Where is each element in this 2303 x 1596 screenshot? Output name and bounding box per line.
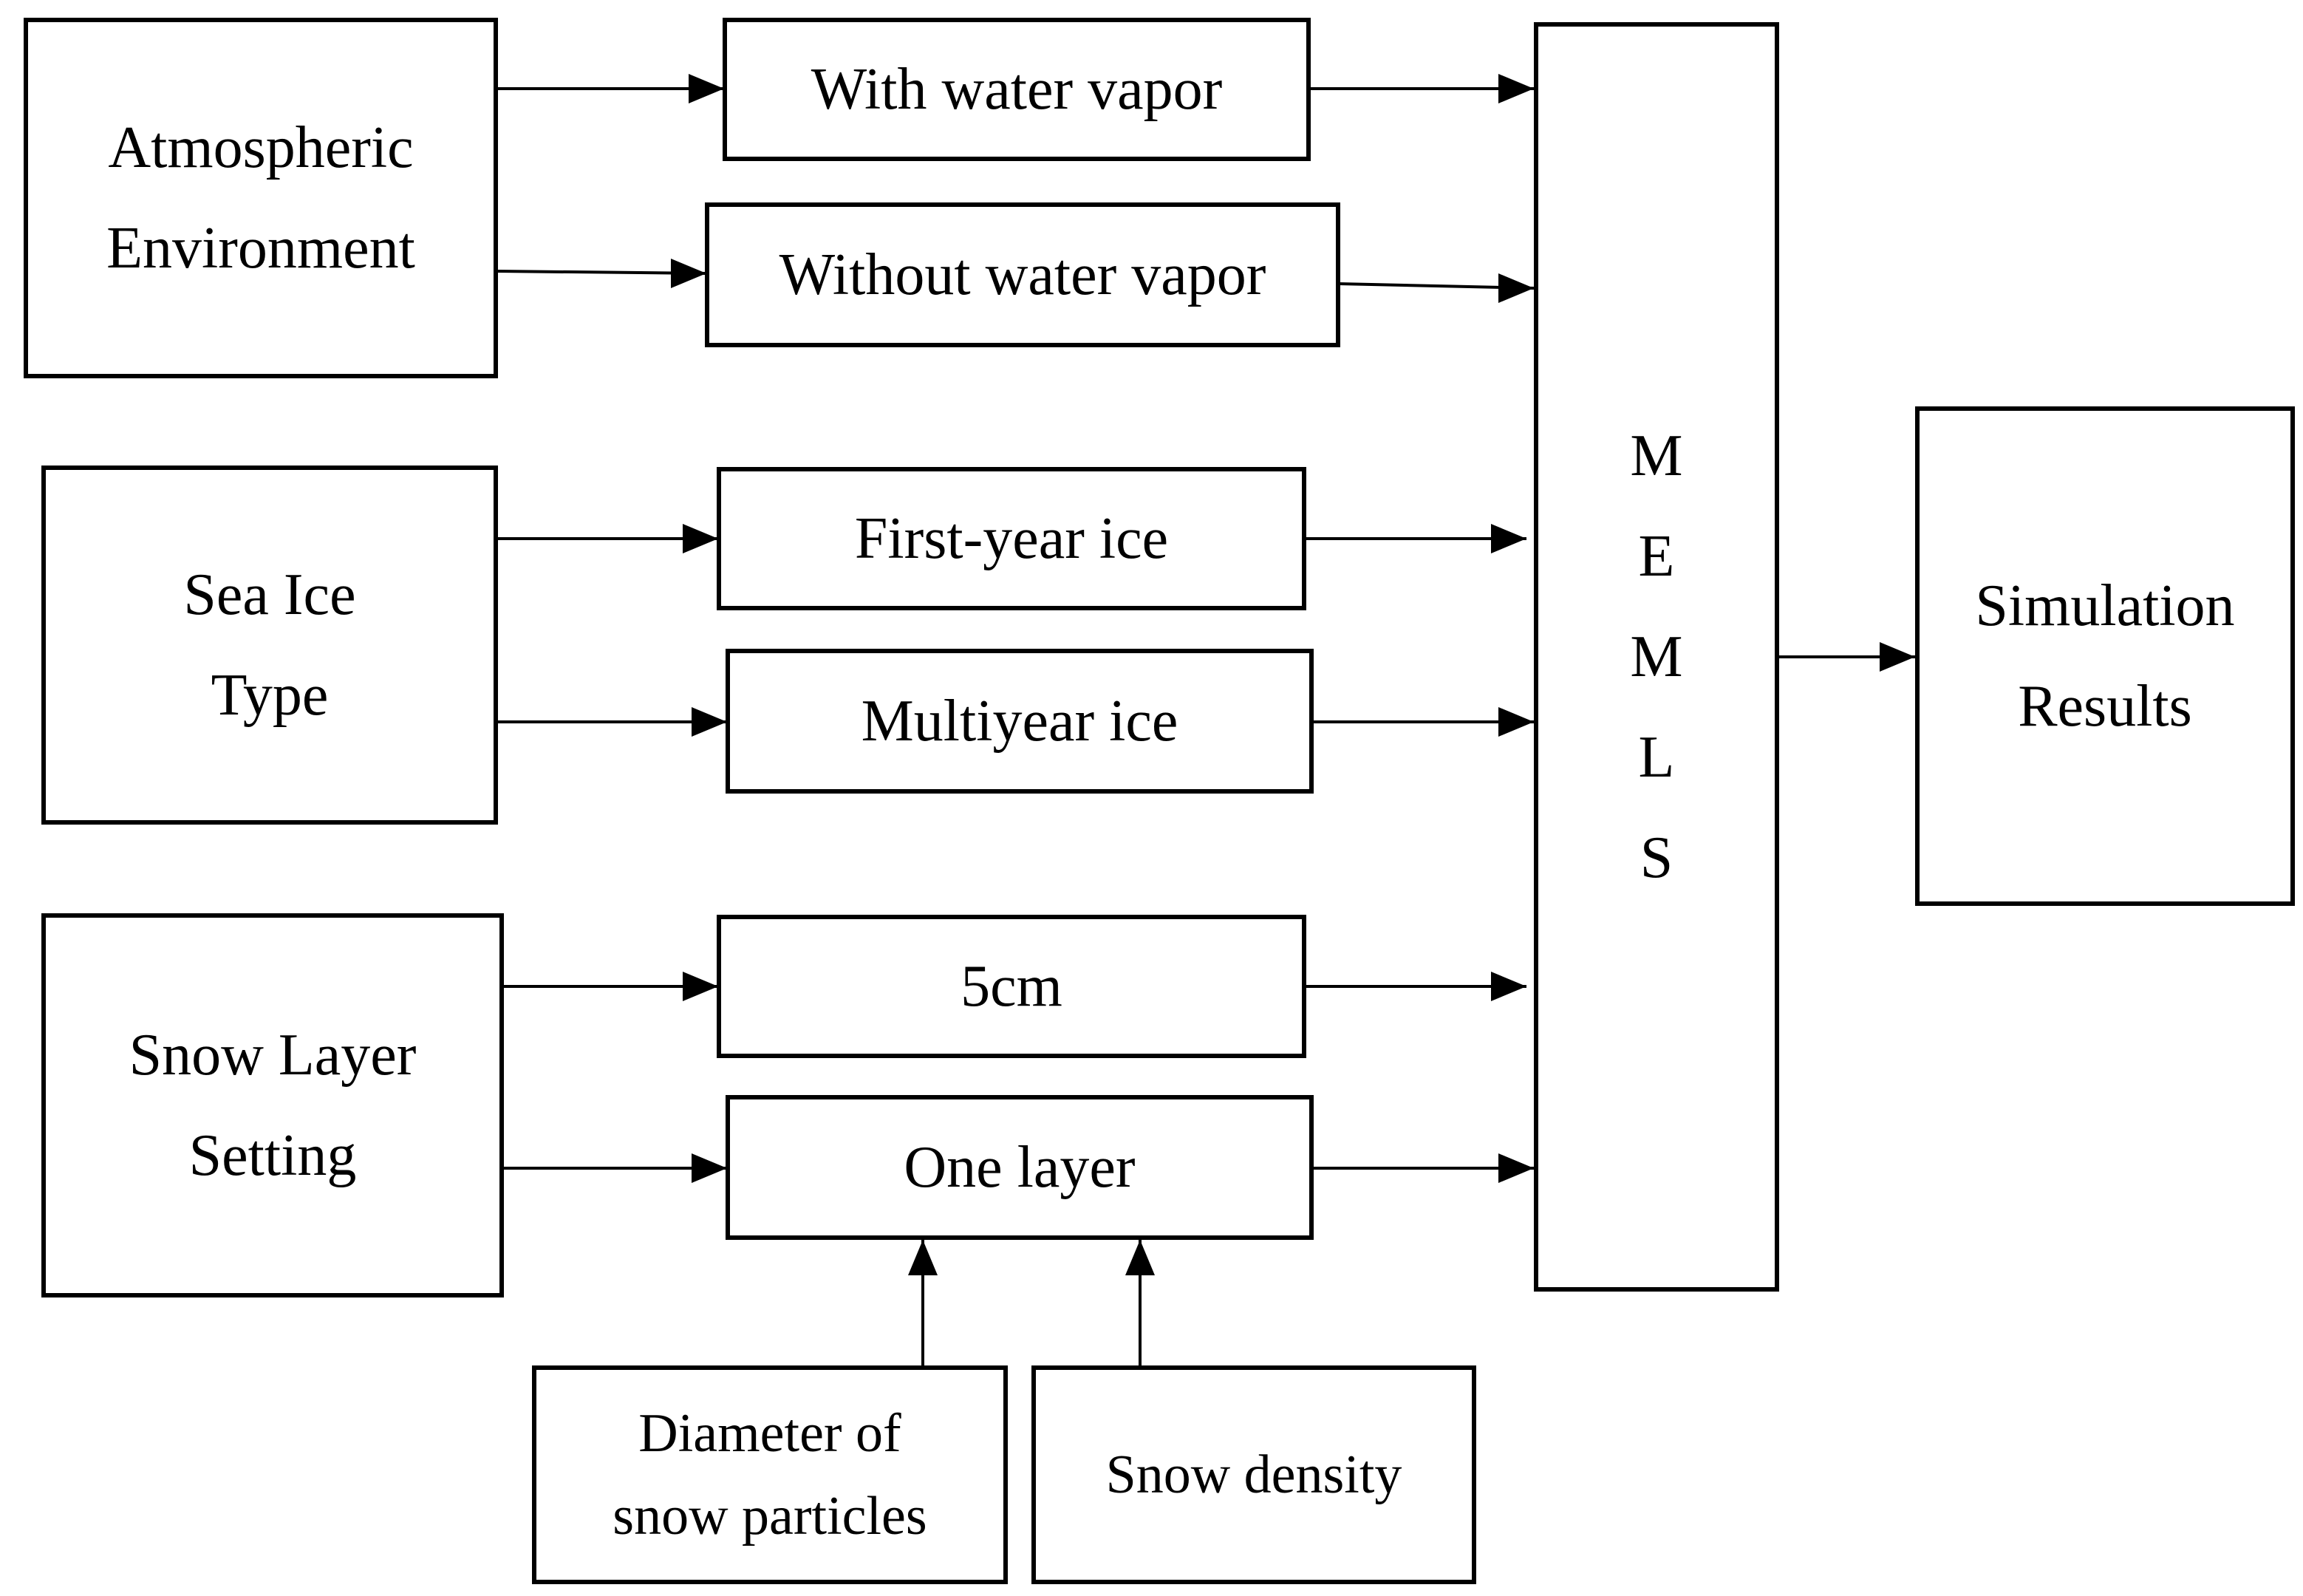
arrowhead	[1498, 74, 1534, 103]
diameter-line2: snow particles	[613, 1486, 927, 1546]
diameter-line1: Diameter of	[638, 1403, 901, 1464]
snow-layer-setting-box: Snow Layer Setting	[41, 913, 504, 1297]
results-line2: Results	[2018, 674, 2192, 739]
snow-depth-label: 5cm	[961, 954, 1062, 1019]
arrowhead	[1498, 1153, 1534, 1183]
arrowhead	[1498, 707, 1534, 737]
with-water-vapor-box: With water vapor	[723, 18, 1311, 161]
with-water-vapor-label: With water vapor	[811, 57, 1223, 122]
arrowhead	[1491, 524, 1526, 553]
arrowhead	[671, 259, 706, 288]
memls-model-box: M E M L S	[1534, 22, 1779, 1292]
simulation-results-box: Simulation Results	[1915, 406, 2295, 906]
memls-letters: M E M L S	[1630, 406, 1682, 908]
snow-density-box: Snow density	[1031, 1365, 1476, 1584]
arrowhead	[689, 74, 724, 103]
arrowhead	[1125, 1240, 1155, 1275]
without-water-vapor-box: Without water vapor	[705, 202, 1340, 347]
memls-letter: S	[1640, 825, 1673, 890]
first-year-ice-label: First-year ice	[854, 506, 1169, 571]
atmospheric-environment-box: Atmospheric Environment	[24, 18, 498, 378]
sea-ice-line1: Sea Ice	[183, 562, 356, 627]
snow-layer-line1: Snow Layer	[129, 1023, 417, 1088]
memls-letter: M	[1630, 624, 1683, 689]
arrowhead	[1498, 273, 1534, 303]
snow-depth-box: 5cm	[717, 915, 1306, 1058]
arrowhead	[683, 524, 718, 553]
one-layer-label: One layer	[904, 1135, 1136, 1200]
snow-layer-line2: Setting	[188, 1123, 357, 1188]
arrowhead	[683, 972, 718, 1001]
arrowhead	[1880, 642, 1915, 672]
multiyear-ice-box: Multiyear ice	[726, 649, 1314, 794]
first-year-ice-box: First-year ice	[717, 467, 1306, 610]
atmospheric-line1: Atmospheric	[108, 115, 414, 180]
snow-density-label: Snow density	[1105, 1445, 1402, 1505]
diameter-of-snow-particles-box: Diameter of snow particles	[532, 1365, 1008, 1584]
multiyear-ice-label: Multiyear ice	[861, 689, 1178, 754]
memls-letter: L	[1638, 725, 1675, 790]
without-water-vapor-label: Without water vapor	[779, 242, 1266, 307]
arrowhead	[1491, 972, 1526, 1001]
arrowhead	[692, 1153, 727, 1183]
results-line1: Simulation	[1975, 573, 2235, 638]
one-layer-box: One layer	[726, 1095, 1314, 1240]
sea-ice-line2: Type	[211, 663, 329, 728]
memls-letter: E	[1638, 524, 1675, 589]
arrowhead	[908, 1240, 938, 1275]
atmospheric-line2: Environment	[106, 216, 415, 281]
sea-ice-type-box: Sea Ice Type	[41, 466, 498, 825]
memls-letter: M	[1630, 423, 1683, 488]
arrowhead	[692, 707, 727, 737]
